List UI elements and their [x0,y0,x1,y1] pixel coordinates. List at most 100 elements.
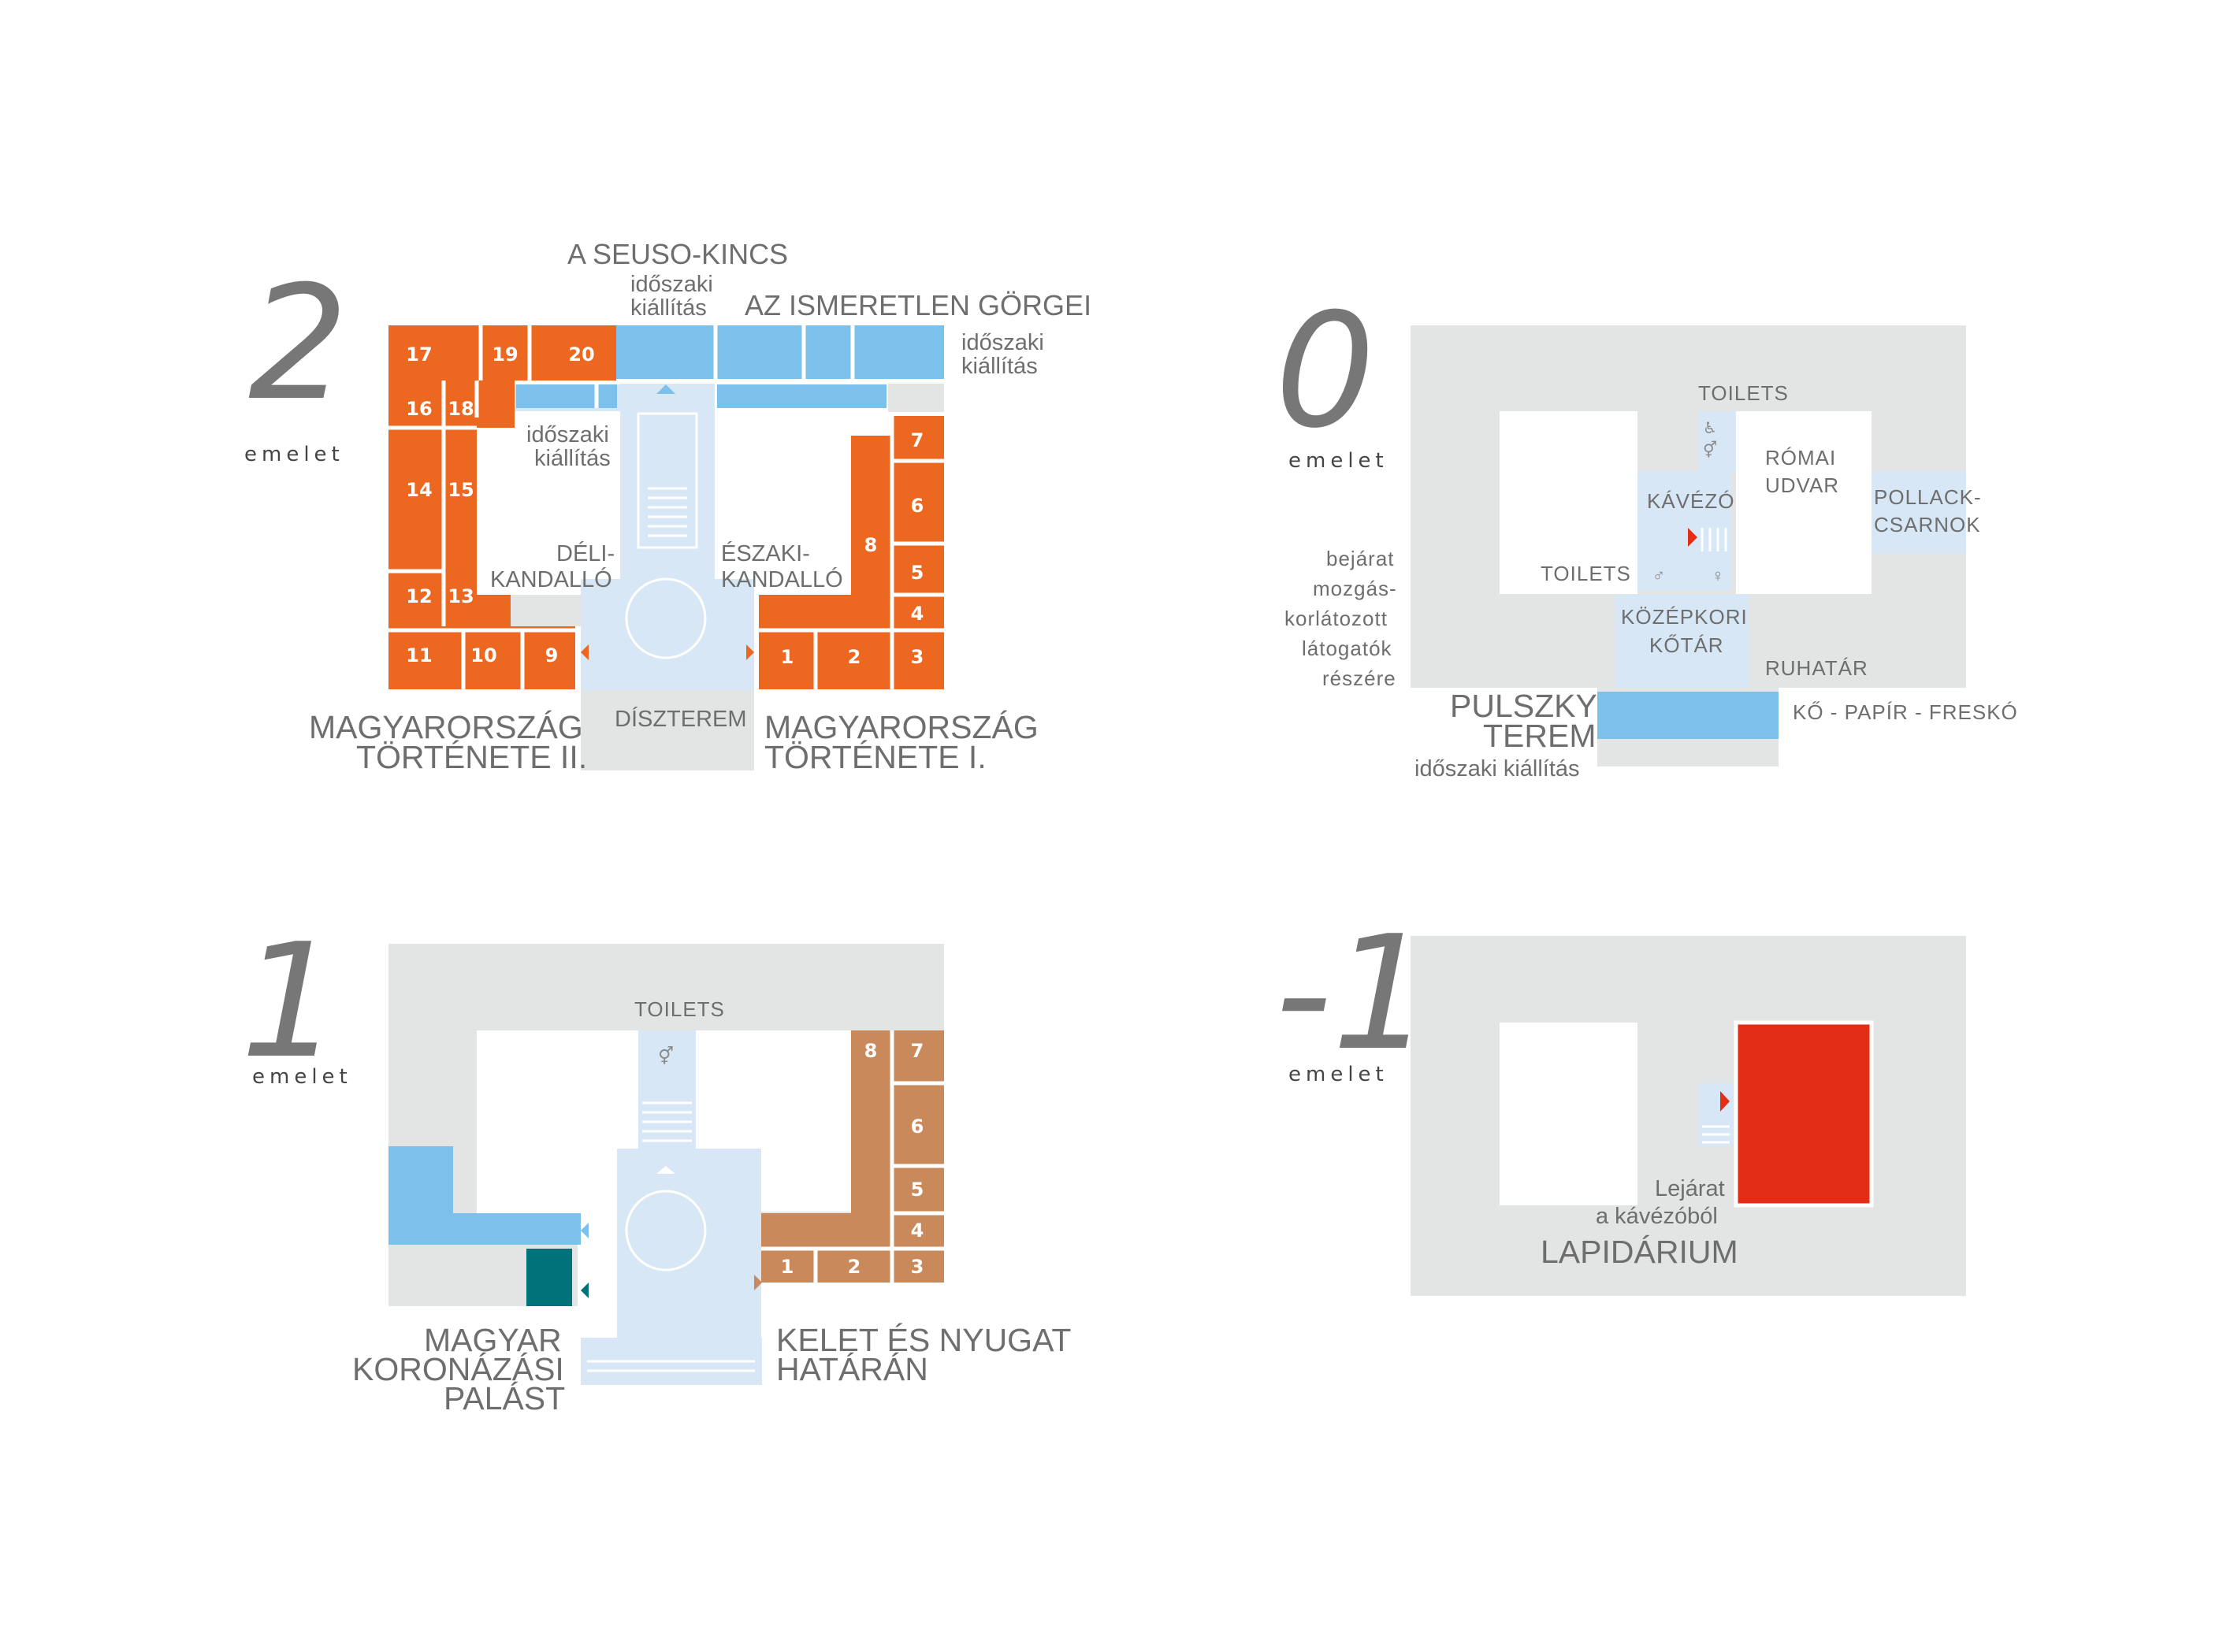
floor-2-plan: 2 emelet [244,238,1091,775]
floor-1-toilet-icon: ⚥ [658,1045,674,1066]
room-12: 12 [406,585,432,607]
floor-0-kavezo [1637,471,1732,591]
gorgei-subtitle-line2: kiállítás [961,354,1038,379]
floor-1-north-wing [388,944,944,1030]
keny-line1: KELET ÉS NYUGAT [776,1322,1071,1358]
room-6: 6 [911,495,924,517]
ko-papir-fresko-label: KŐ - PAPÍR - FRESKÓ [1793,700,2018,724]
room-3: 3 [911,646,924,668]
diszterem-label: DÍSZTEREM [615,706,747,732]
floor-1-room-4: 4 [911,1220,924,1242]
kavezo-label: KÁVÉZÓ [1647,489,1734,513]
seuso-subtitle-line1: időszaki [630,272,713,297]
romai-udvar-line1: RÓMAI [1765,446,1836,470]
deli-kandallo-line1: DÉLI- [556,540,615,566]
floor-1-palast-entry-marker [581,1283,589,1298]
floor-0-plan: 0 emelet ♿ ⚥ ♂ ♀ TOILETS RÓMAI UDVAR KÁV… [1275,280,2018,781]
toilet-woman-icon: ♀ [1712,566,1725,585]
floor-1-number: 1 [240,910,340,1093]
floor-0-toilets-top [1698,411,1736,471]
pulszky-subtitle: időszaki kiállítás [1414,756,1580,781]
lejarat-line2: a kávézóból [1596,1204,1718,1229]
floor-2-gorgei-exhibition [717,384,887,408]
lapidarium-label: LAPIDÁRIUM [1541,1234,1738,1270]
floor-1-west-entry-marker [581,1223,589,1238]
gorgei-subtitle-line1: időszaki [961,330,1044,355]
room-1: 1 [781,646,794,668]
floor-1-toilets-label: TOILETS [634,997,725,1021]
eszaki-kandallo-line2: KANDALLÓ [721,566,843,592]
pollack-line1: POLLACK- [1874,485,1982,509]
floor-1-room-2: 2 [848,1256,861,1278]
mt2-line1: MAGYARORSZÁG [309,709,583,745]
pulszky-line2: TEREM [1483,718,1597,754]
eszaki-kandallo-line1: ÉSZAKI- [721,540,810,566]
floor-1-room-1: 1 [781,1256,794,1278]
floor-2-rotunda-area [581,579,754,690]
floor-minus1-emelet-label: emelet [1288,1063,1388,1086]
deli-kandallo-line2: KANDALLÓ [490,566,612,592]
room-17: 17 [406,343,432,366]
floor-2-grey-corner [888,384,944,412]
mt2-line2: TÖRTÉNETE II. [356,739,587,775]
floor-1-room-5: 5 [911,1179,924,1201]
toilet-man-icon: ♂ [1652,566,1666,585]
bejarat-line2: mozgás- [1313,577,1397,600]
ruhatar-label: RUHATÁR [1765,656,1868,680]
floor-minus1-plan: -1 emelet Lejárat a kávézóból LAPIDÁRIUM [1275,902,1966,1296]
floor-2-rotunda-circle [625,577,707,659]
bejarat-line5: részére [1322,666,1396,690]
seuso-subtitle-line2: kiállítás [630,295,707,321]
floor-2-number: 2 [248,252,348,436]
lejarat-line1: Lejárat [1655,1176,1725,1201]
floor-0-pollack-csarnok [1872,471,1966,554]
floor-2-seuso-exhibition [616,325,944,379]
floor-0-toilets-top-label: TOILETS [1698,381,1789,405]
room-14: 14 [406,479,432,501]
floor-1-east-wing [761,1030,944,1283]
mkp-line1: MAGYAR [424,1322,562,1358]
floor-0-emelet-label: emelet [1288,449,1388,473]
floor-1-room-3: 3 [911,1256,924,1278]
floor-1-north-marker [656,1166,675,1174]
floor-0-stairs [1701,528,1727,551]
floor-0-west-courtyard [1500,411,1637,594]
floor-2-north-entry-marker [656,384,675,394]
floor-0-kozepkori-kotar [1615,595,1749,688]
floor-1-room-7: 7 [911,1040,924,1062]
room-13: 13 [448,585,474,607]
floor-2-east-entry-marker [746,644,754,660]
inner-exhibition-line2: kiállítás [534,446,611,471]
floor-1-east-entry-marker [754,1275,762,1290]
room-19: 19 [492,343,518,366]
room-9: 9 [545,644,559,666]
bejarat-line3: korlátozott [1284,607,1388,630]
room-20: 20 [568,343,594,366]
floor-minus1-stair [1698,1083,1734,1146]
floor-1-koronazasi-palast-room [526,1249,572,1306]
gorgei-title: AZ ISMERETLEN GÖRGEI [745,289,1091,321]
floor-2-emelet-label: emelet [244,443,344,466]
pulszky-line1: PULSZKY [1450,688,1597,724]
floor-1-west-courtyard [477,1030,617,1212]
floor-2-grey-corridor [511,595,589,626]
accessible-toilet-icon: ♿ [1703,420,1717,437]
room-11: 11 [406,644,432,666]
seuso-title: A SEUSO-KINCS [567,238,788,270]
pollack-line2: CSARNOK [1874,513,1981,536]
floor-1-toilet-stair-core [638,1030,696,1149]
room-15: 15 [448,479,474,501]
kozepkori-line2: KŐTÁR [1649,633,1724,657]
room-2: 2 [848,646,861,668]
bejarat-line1: bejárat [1326,547,1395,570]
floor-1-rotunda-circle [625,1190,707,1271]
mt1-line2: TÖRTÉNETE I. [764,739,987,775]
room-7: 7 [911,429,924,451]
room-5: 5 [911,562,924,584]
floor-2-diszterem-room [581,690,754,770]
floor-0-roman-courtyard [1736,411,1872,594]
floor-0-toilets-left-label: TOILETS [1541,562,1631,585]
mkp-line2: KORONÁZÁSI [352,1351,564,1387]
floor-1-blue-exhibition [388,1146,581,1245]
floor-2-west-entry-marker [581,644,589,660]
